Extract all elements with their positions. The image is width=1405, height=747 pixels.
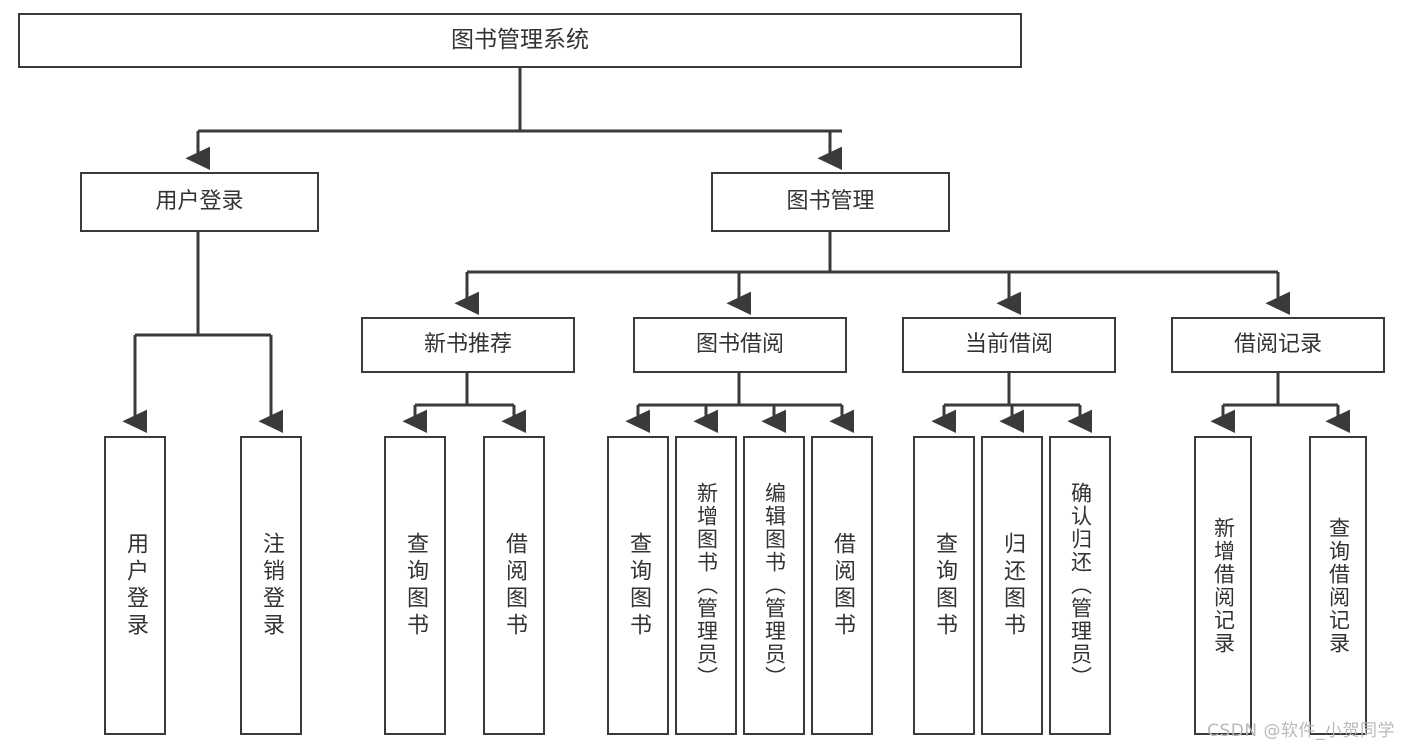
node-leaf-query-book-current-label: 查询图书	[932, 531, 957, 640]
node-borrow-record[interactable]: 借阅记录	[1171, 317, 1385, 373]
node-leaf-query-borrow-record-label: 查询借阅记录	[1326, 516, 1351, 655]
node-leaf-borrow-book-label: 借阅图书	[830, 531, 855, 640]
node-user-login[interactable]: 用户登录	[80, 172, 319, 232]
node-leaf-confirm-return-admin-label: 确认归还（管理员）	[1068, 482, 1093, 689]
node-leaf-confirm-return-admin[interactable]: 确认归还（管理员）	[1049, 436, 1111, 735]
node-borrow-record-label: 借阅记录	[1233, 332, 1322, 358]
node-leaf-add-book-admin[interactable]: 新增图书（管理员）	[675, 436, 737, 735]
node-leaf-add-borrow-record[interactable]: 新增借阅记录	[1194, 436, 1252, 735]
node-leaf-add-borrow-record-label: 新增借阅记录	[1211, 516, 1236, 655]
node-book-management-label: 图书管理	[786, 189, 875, 215]
node-leaf-borrow-book[interactable]: 借阅图书	[811, 436, 873, 735]
node-leaf-borrow-book-recommend-label: 借阅图书	[502, 531, 527, 640]
node-current-borrow[interactable]: 当前借阅	[902, 317, 1116, 373]
node-leaf-edit-book-admin[interactable]: 编辑图书（管理员）	[743, 436, 805, 735]
node-leaf-query-borrow-record[interactable]: 查询借阅记录	[1309, 436, 1367, 735]
node-leaf-query-book-recommend-label: 查询图书	[403, 531, 428, 640]
node-leaf-return-book[interactable]: 归还图书	[981, 436, 1043, 735]
node-book-borrow[interactable]: 图书借阅	[633, 317, 847, 373]
node-new-book-recommend[interactable]: 新书推荐	[361, 317, 575, 373]
node-current-borrow-label: 当前借阅	[964, 332, 1053, 358]
node-leaf-edit-book-admin-label: 编辑图书（管理员）	[762, 482, 787, 689]
csdn-watermark: CSDN @软件_小贺同学	[1207, 721, 1395, 741]
node-leaf-user-login-label: 用户登录	[123, 531, 148, 640]
node-leaf-borrow-book-recommend[interactable]: 借阅图书	[483, 436, 545, 735]
node-root-system-label: 图书管理系统	[451, 26, 589, 53]
node-book-management[interactable]: 图书管理	[711, 172, 950, 232]
node-root-system[interactable]: 图书管理系统	[18, 13, 1022, 68]
node-leaf-query-book-borrow-label: 查询图书	[626, 531, 651, 640]
node-user-login-label: 用户登录	[155, 189, 244, 215]
node-leaf-query-book-recommend[interactable]: 查询图书	[384, 436, 446, 735]
node-leaf-return-book-label: 归还图书	[1000, 531, 1025, 640]
node-leaf-query-book-current[interactable]: 查询图书	[913, 436, 975, 735]
node-leaf-logout-label: 注销登录	[259, 531, 284, 640]
node-leaf-user-login[interactable]: 用户登录	[104, 436, 166, 735]
node-new-book-recommend-label: 新书推荐	[423, 332, 512, 358]
node-book-borrow-label: 图书借阅	[695, 332, 784, 358]
node-leaf-logout[interactable]: 注销登录	[240, 436, 302, 735]
node-leaf-add-book-admin-label: 新增图书（管理员）	[694, 482, 719, 689]
node-leaf-query-book-borrow[interactable]: 查询图书	[607, 436, 669, 735]
